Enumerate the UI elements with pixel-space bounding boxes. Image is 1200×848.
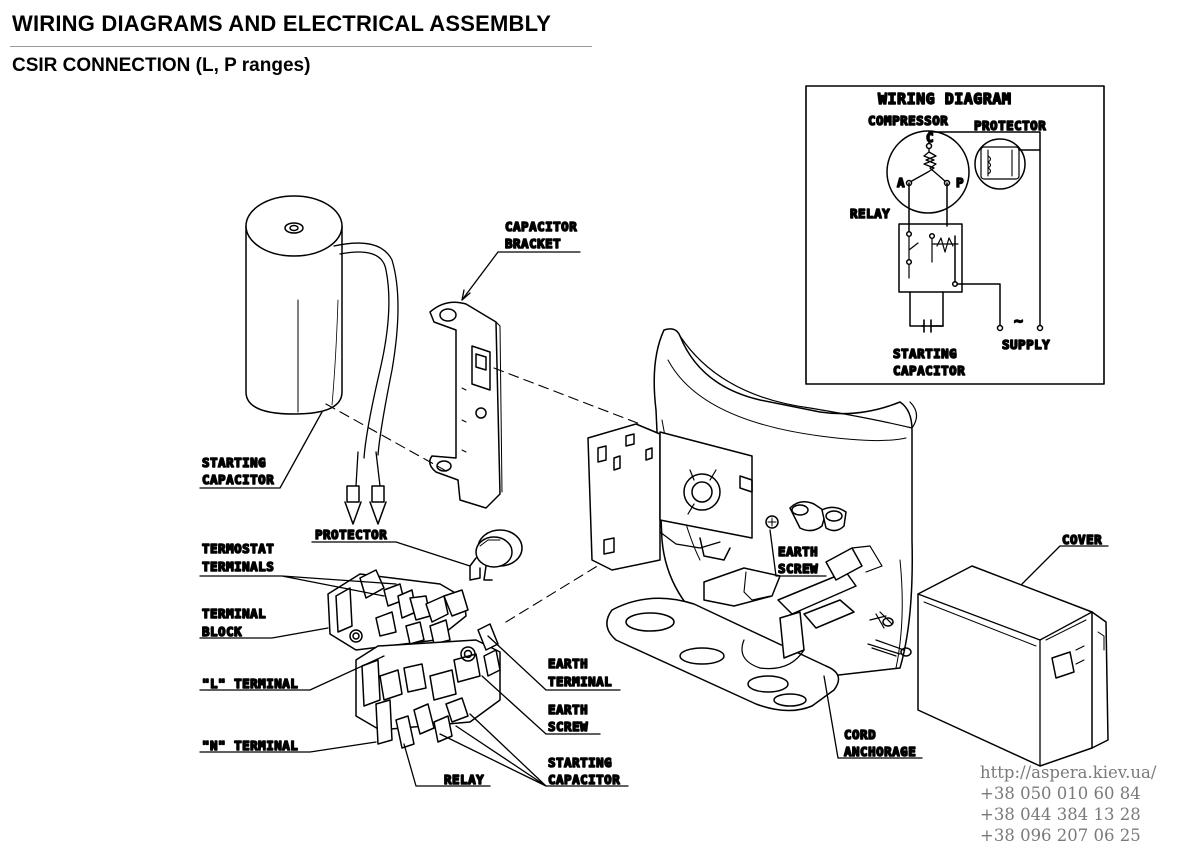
label-starting-capacitor-1: STARTING [202, 455, 266, 470]
label-termostat-2: TERMINALS [202, 559, 274, 574]
wd-capacitor-label: CAPACITOR [893, 363, 965, 378]
wd-terminal-c: C [926, 130, 934, 145]
protector-symbol [974, 138, 1026, 190]
page-title: WIRING DIAGRAMS AND ELECTRICAL ASSEMBLY [12, 11, 552, 36]
callout-leaders [199, 251, 1109, 787]
wd-supply-label: SUPPLY [1002, 337, 1050, 352]
label-cord-anchorage-1: CORD [844, 727, 876, 742]
page-subtitle: CSIR CONNECTION (L, P ranges) [12, 55, 311, 76]
label-protector: PROTECTOR [315, 527, 387, 542]
label-terminal-block-2: BLOCK [202, 624, 242, 639]
relay-symbol [898, 223, 963, 293]
wiring-diagram-title: WIRING DIAGRAM [878, 90, 1011, 108]
label-earth-terminal-1: EARTH [548, 656, 588, 671]
compressor-symbol [886, 130, 970, 214]
label-starting-capacitor-lower-2: CAPACITOR [548, 772, 620, 787]
label-earth-screw-upper-2: SCREW [778, 561, 818, 576]
label-earth-terminal-2: TERMINAL [548, 674, 612, 689]
protector-illustration [469, 529, 523, 581]
label-n-terminal: "N" TERMINAL [202, 738, 298, 753]
starting-capacitor-illustration [245, 195, 399, 525]
label-earth-screw-lower-1: EARTH [548, 702, 588, 717]
wd-terminal-a: A [897, 175, 905, 190]
label-relay: RELAY [444, 772, 484, 787]
wd-supply-symbol: ~ [1014, 312, 1024, 330]
label-terminal-block-1: TERMINAL [202, 606, 266, 621]
wd-starting-label: STARTING [893, 346, 957, 361]
label-earth-screw-upper-1: EARTH [778, 544, 818, 559]
contact-watermark: http://aspera.kiev.ua/ +38 050 010 60 84… [980, 762, 1156, 846]
wiring-diagram-panel: WIRING DIAGRAM COMPRESSOR PROTECTOR C A … [805, 85, 1105, 385]
label-l-terminal: "L" TERMINAL [202, 676, 298, 691]
callout-labels: CAPACITOR BRACKET STARTING CAPACITOR PRO… [201, 218, 1102, 788]
cover-illustration [917, 565, 1109, 767]
label-capacitor-bracket-2: BRACKET [505, 236, 561, 251]
wd-terminal-p: P [956, 175, 964, 190]
label-capacitor-bracket-1: CAPACITOR [505, 219, 577, 234]
wd-protector-label: PROTECTOR [974, 118, 1046, 133]
contact-phone-2: +38 044 384 13 28 [980, 805, 1141, 824]
label-cord-anchorage-2: ANCHORAGE [844, 744, 916, 759]
contact-phone-3: +38 096 207 06 25 [980, 826, 1141, 845]
label-earth-screw-lower-2: SCREW [548, 719, 588, 734]
wd-relay-label: RELAY [850, 206, 890, 221]
label-starting-capacitor-lower-1: STARTING [548, 755, 612, 770]
compressor-illustration [587, 328, 918, 712]
terminal-block-illustration [327, 569, 501, 749]
wd-compressor-label: COMPRESSOR [868, 113, 948, 128]
capacitor-bracket-illustration [429, 301, 503, 509]
label-starting-capacitor-2: CAPACITOR [202, 472, 274, 487]
contact-phone-1: +38 050 010 60 84 [980, 784, 1141, 803]
contact-url: http://aspera.kiev.ua/ [980, 763, 1157, 782]
label-cover: COVER [1062, 532, 1102, 547]
title-divider [10, 46, 592, 47]
label-termostat-1: TERMOSTAT [202, 541, 274, 556]
